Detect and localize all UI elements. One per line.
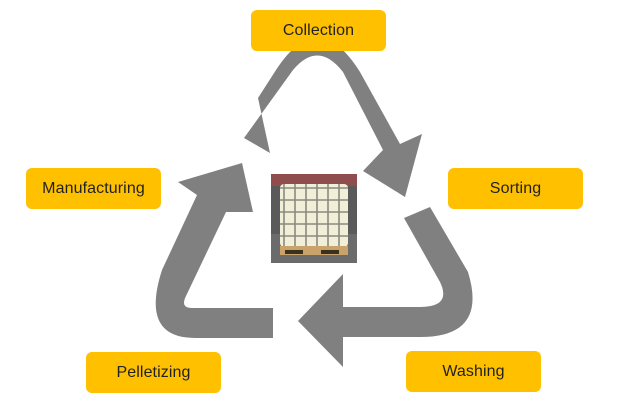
step-sorting: Sorting <box>448 168 583 209</box>
step-pelletizing: Pelletizing <box>86 352 221 393</box>
step-washing: Washing <box>406 351 541 392</box>
pallet-gap <box>321 250 339 254</box>
tank-cage <box>280 184 348 247</box>
arrow-left-body <box>155 163 273 338</box>
photo-background-red <box>271 174 357 186</box>
step-manufacturing: Manufacturing <box>26 168 161 209</box>
step-label: Washing <box>442 362 505 380</box>
step-label: Pelletizing <box>116 363 191 381</box>
step-label: Sorting <box>489 179 542 197</box>
arrow-left <box>155 163 273 338</box>
step-label: Collection <box>282 21 355 39</box>
tank-pallet <box>280 246 348 255</box>
arrow-top-body <box>244 37 422 197</box>
arrow-bottom-body <box>298 207 473 367</box>
step-collection: Collection <box>251 10 386 51</box>
arrow-top <box>244 37 422 197</box>
ibc-tote-photo <box>271 174 357 263</box>
step-label: Manufacturing <box>42 179 145 197</box>
pallet-gap <box>285 250 303 254</box>
tank-body <box>280 184 348 247</box>
arrow-bottom <box>298 207 473 367</box>
